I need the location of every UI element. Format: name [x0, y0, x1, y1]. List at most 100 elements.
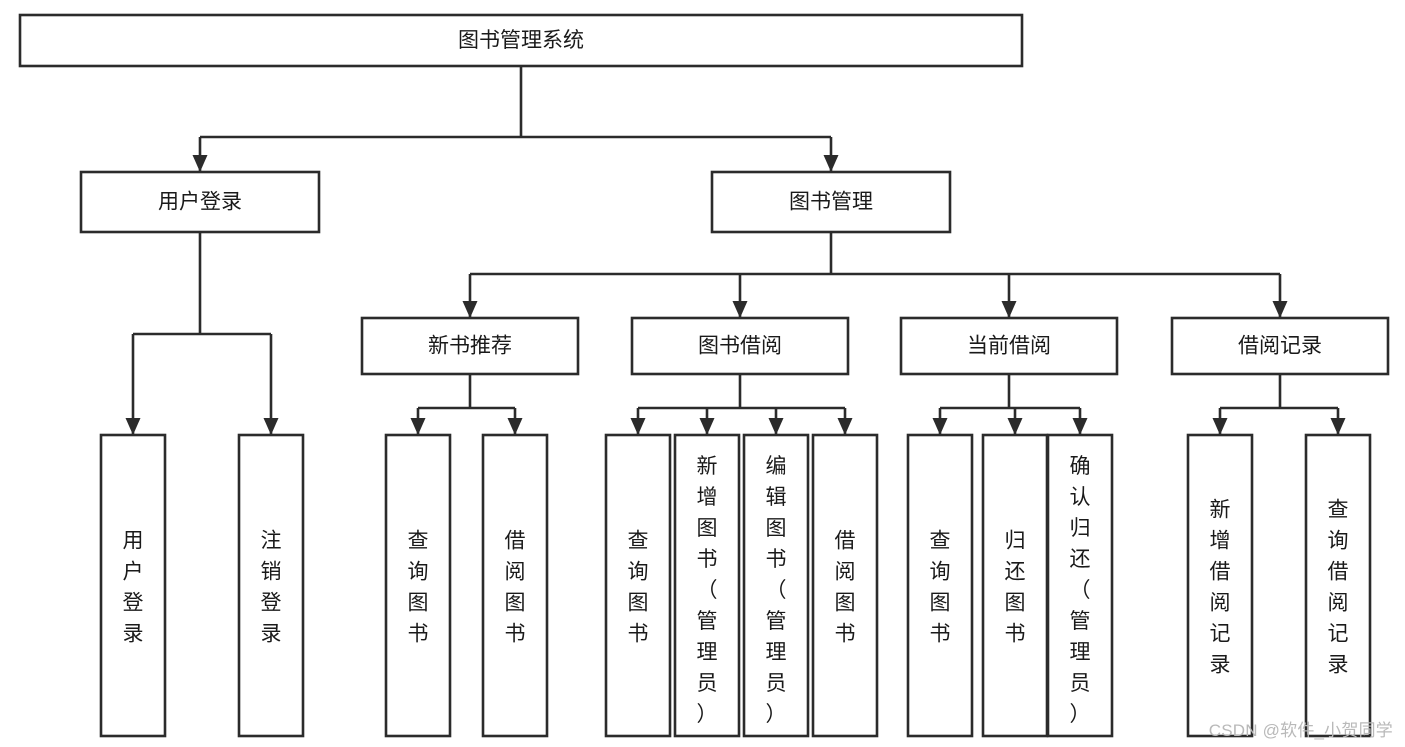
svg-text:图: 图 [1005, 592, 1026, 615]
svg-text:归: 归 [1005, 530, 1026, 553]
svg-text:编: 编 [766, 455, 787, 478]
node-level2-label-0: 用户登录 [158, 191, 242, 214]
arrow-head [732, 301, 748, 318]
svg-text:登: 登 [261, 592, 282, 615]
arrow-head [1330, 418, 1346, 435]
svg-text:销: 销 [261, 561, 282, 584]
svg-text:书: 书 [628, 623, 649, 646]
svg-text:图: 图 [766, 517, 787, 540]
svg-text:借: 借 [835, 530, 856, 553]
svg-text:）: ） [697, 703, 718, 726]
svg-text:归: 归 [1070, 517, 1091, 540]
node-level3-box-0[interactable] [360, 316, 580, 376]
node-leaf-box-2-0[interactable] [604, 433, 672, 738]
svg-text:管: 管 [697, 610, 718, 633]
svg-text:查: 查 [930, 530, 951, 553]
svg-text:图: 图 [930, 592, 951, 615]
node-leaf-box-4-1[interactable] [1304, 433, 1372, 738]
svg-text:注: 注 [261, 530, 282, 553]
arrow-head [823, 155, 839, 172]
svg-text:图: 图 [408, 592, 429, 615]
svg-text:查: 查 [408, 530, 429, 553]
node-leaf-box-0-0[interactable] [99, 433, 167, 738]
svg-text:）: ） [1070, 703, 1091, 726]
svg-text:认: 认 [1070, 486, 1091, 509]
node-leaf-box-3-0[interactable] [906, 433, 974, 738]
node-level3-label-3: 借阅记录 [1238, 335, 1322, 358]
arrow-head [932, 418, 948, 435]
svg-text:询: 询 [628, 561, 649, 584]
node-leaf-box-2-2[interactable] [742, 433, 810, 738]
svg-text:增: 增 [1210, 530, 1231, 553]
svg-text:录: 录 [123, 623, 144, 646]
node-level3-box-3[interactable] [1170, 316, 1390, 376]
svg-text:管: 管 [1070, 610, 1091, 633]
node-level2-box-1[interactable] [710, 170, 952, 234]
arrow-head [410, 418, 426, 435]
svg-text:还: 还 [1070, 548, 1091, 571]
node-level3-label-0: 新书推荐 [428, 335, 512, 358]
node-leaf-box-3-2[interactable] [1046, 433, 1114, 738]
svg-text:借: 借 [505, 530, 526, 553]
svg-text:（: （ [766, 579, 787, 602]
svg-text:还: 还 [1005, 561, 1026, 584]
node-leaf-box-3-1[interactable] [981, 433, 1049, 738]
arrow-head [837, 418, 853, 435]
node-leaf-box-1-0[interactable] [384, 433, 452, 738]
arrow-head [1001, 301, 1017, 318]
svg-text:询: 询 [1328, 530, 1349, 553]
connectors-layer [125, 66, 1346, 435]
svg-text:借: 借 [1210, 561, 1231, 584]
node-root-box[interactable] [18, 13, 1024, 68]
arrow-head [630, 418, 646, 435]
node-leaf-box-2-1[interactable] [673, 433, 741, 738]
svg-text:理: 理 [766, 641, 787, 664]
node-level3-box-2[interactable] [899, 316, 1119, 376]
node-leaf-box-0-1[interactable] [237, 433, 305, 738]
node-level2-label-1: 图书管理 [789, 191, 873, 214]
arrow-head [1272, 301, 1288, 318]
arrow-head [768, 418, 784, 435]
svg-text:查: 查 [628, 530, 649, 553]
csdn-watermark: CSDN @软件_小贺同学 [1208, 721, 1393, 740]
node-level3-box-1[interactable] [630, 316, 850, 376]
nodes-layer: 图书管理系统用户登录图书管理新书推荐图书借阅当前借阅借阅记录用户登录注销登录查询… [18, 13, 1390, 738]
node-leaf-box-1-1[interactable] [481, 433, 549, 738]
arrow-head [699, 418, 715, 435]
node-leaf-label-0-0: 用户登录 [123, 530, 144, 646]
arrow-head [192, 155, 208, 172]
arrow-head [1212, 418, 1228, 435]
node-leaf-box-4-0[interactable] [1186, 433, 1254, 738]
arrow-head [462, 301, 478, 318]
svg-text:阅: 阅 [1210, 592, 1231, 615]
svg-text:用: 用 [123, 530, 144, 553]
svg-text:）: ） [766, 703, 787, 726]
arrow-head [263, 418, 279, 435]
svg-text:理: 理 [1070, 641, 1091, 664]
svg-text:记: 记 [1328, 623, 1349, 646]
svg-text:理: 理 [697, 641, 718, 664]
arrow-head [507, 418, 523, 435]
svg-text:书: 书 [930, 623, 951, 646]
node-leaf-box-2-3[interactable] [811, 433, 879, 738]
svg-text:录: 录 [261, 623, 282, 646]
node-level2-box-0[interactable] [79, 170, 321, 234]
node-level3-label-2: 当前借阅 [967, 335, 1051, 358]
svg-text:（: （ [697, 579, 718, 602]
svg-text:录: 录 [1210, 654, 1231, 677]
node-level3-label-1: 图书借阅 [698, 335, 782, 358]
svg-text:员: 员 [697, 672, 718, 695]
arrow-head [125, 418, 141, 435]
svg-text:新: 新 [1210, 499, 1231, 522]
